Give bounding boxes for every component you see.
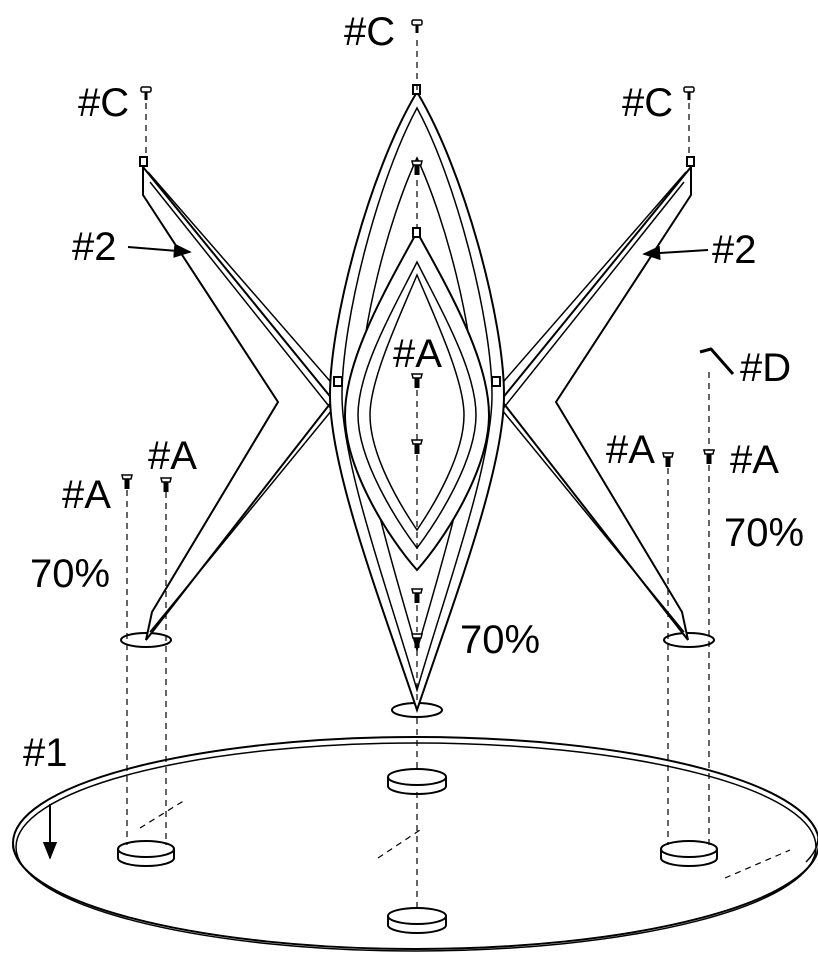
base-pad-right [660,840,718,867]
leg-left-pointer [127,243,192,258]
label-a-left-outer: #A [62,473,111,517]
leg-left [142,164,337,641]
flat-head-screw-icon [121,474,133,490]
label-a-right-inner: #A [606,428,655,472]
label-c-left: #C [78,81,130,125]
label-top-part: #1 [23,731,68,775]
label-c-top: #C [344,10,396,54]
label-leg-left: #2 [72,225,117,269]
fitting-center-mid [412,227,421,238]
base-pad-left [117,840,175,867]
label-leg-right: #2 [712,228,757,272]
table-top [12,736,818,952]
label-c-right: #C [622,81,674,125]
label-pct-right: 70% [724,511,805,555]
fitting-left-joint [333,376,343,387]
label-pct-center: 70% [460,618,541,662]
flat-head-screw-icon [160,477,172,493]
fitting-right-top [686,156,695,167]
base-pad-center-back [387,907,447,934]
leg-right [497,164,692,641]
label-d-tool: #D [740,346,792,390]
flat-head-screw-icon [662,452,674,468]
base-pad-center-front [387,768,447,795]
label-a-right-outer: #A [730,438,779,482]
cap-screw-icon [140,86,152,101]
fitting-left-top [139,156,148,167]
fitting-right-joint [491,376,501,387]
cap-screw-icon [683,86,695,101]
label-a-center: #A [393,332,442,376]
cap-screw-icon [411,19,423,34]
leg-plate-right [663,632,715,648]
flat-head-screw-icon [703,449,715,465]
allen-key-icon [699,347,735,375]
leg-right-pointer [642,245,709,261]
label-a-left-inner: #A [148,434,197,478]
label-pct-left: 70% [30,552,111,596]
assembly-guides [126,40,710,912]
